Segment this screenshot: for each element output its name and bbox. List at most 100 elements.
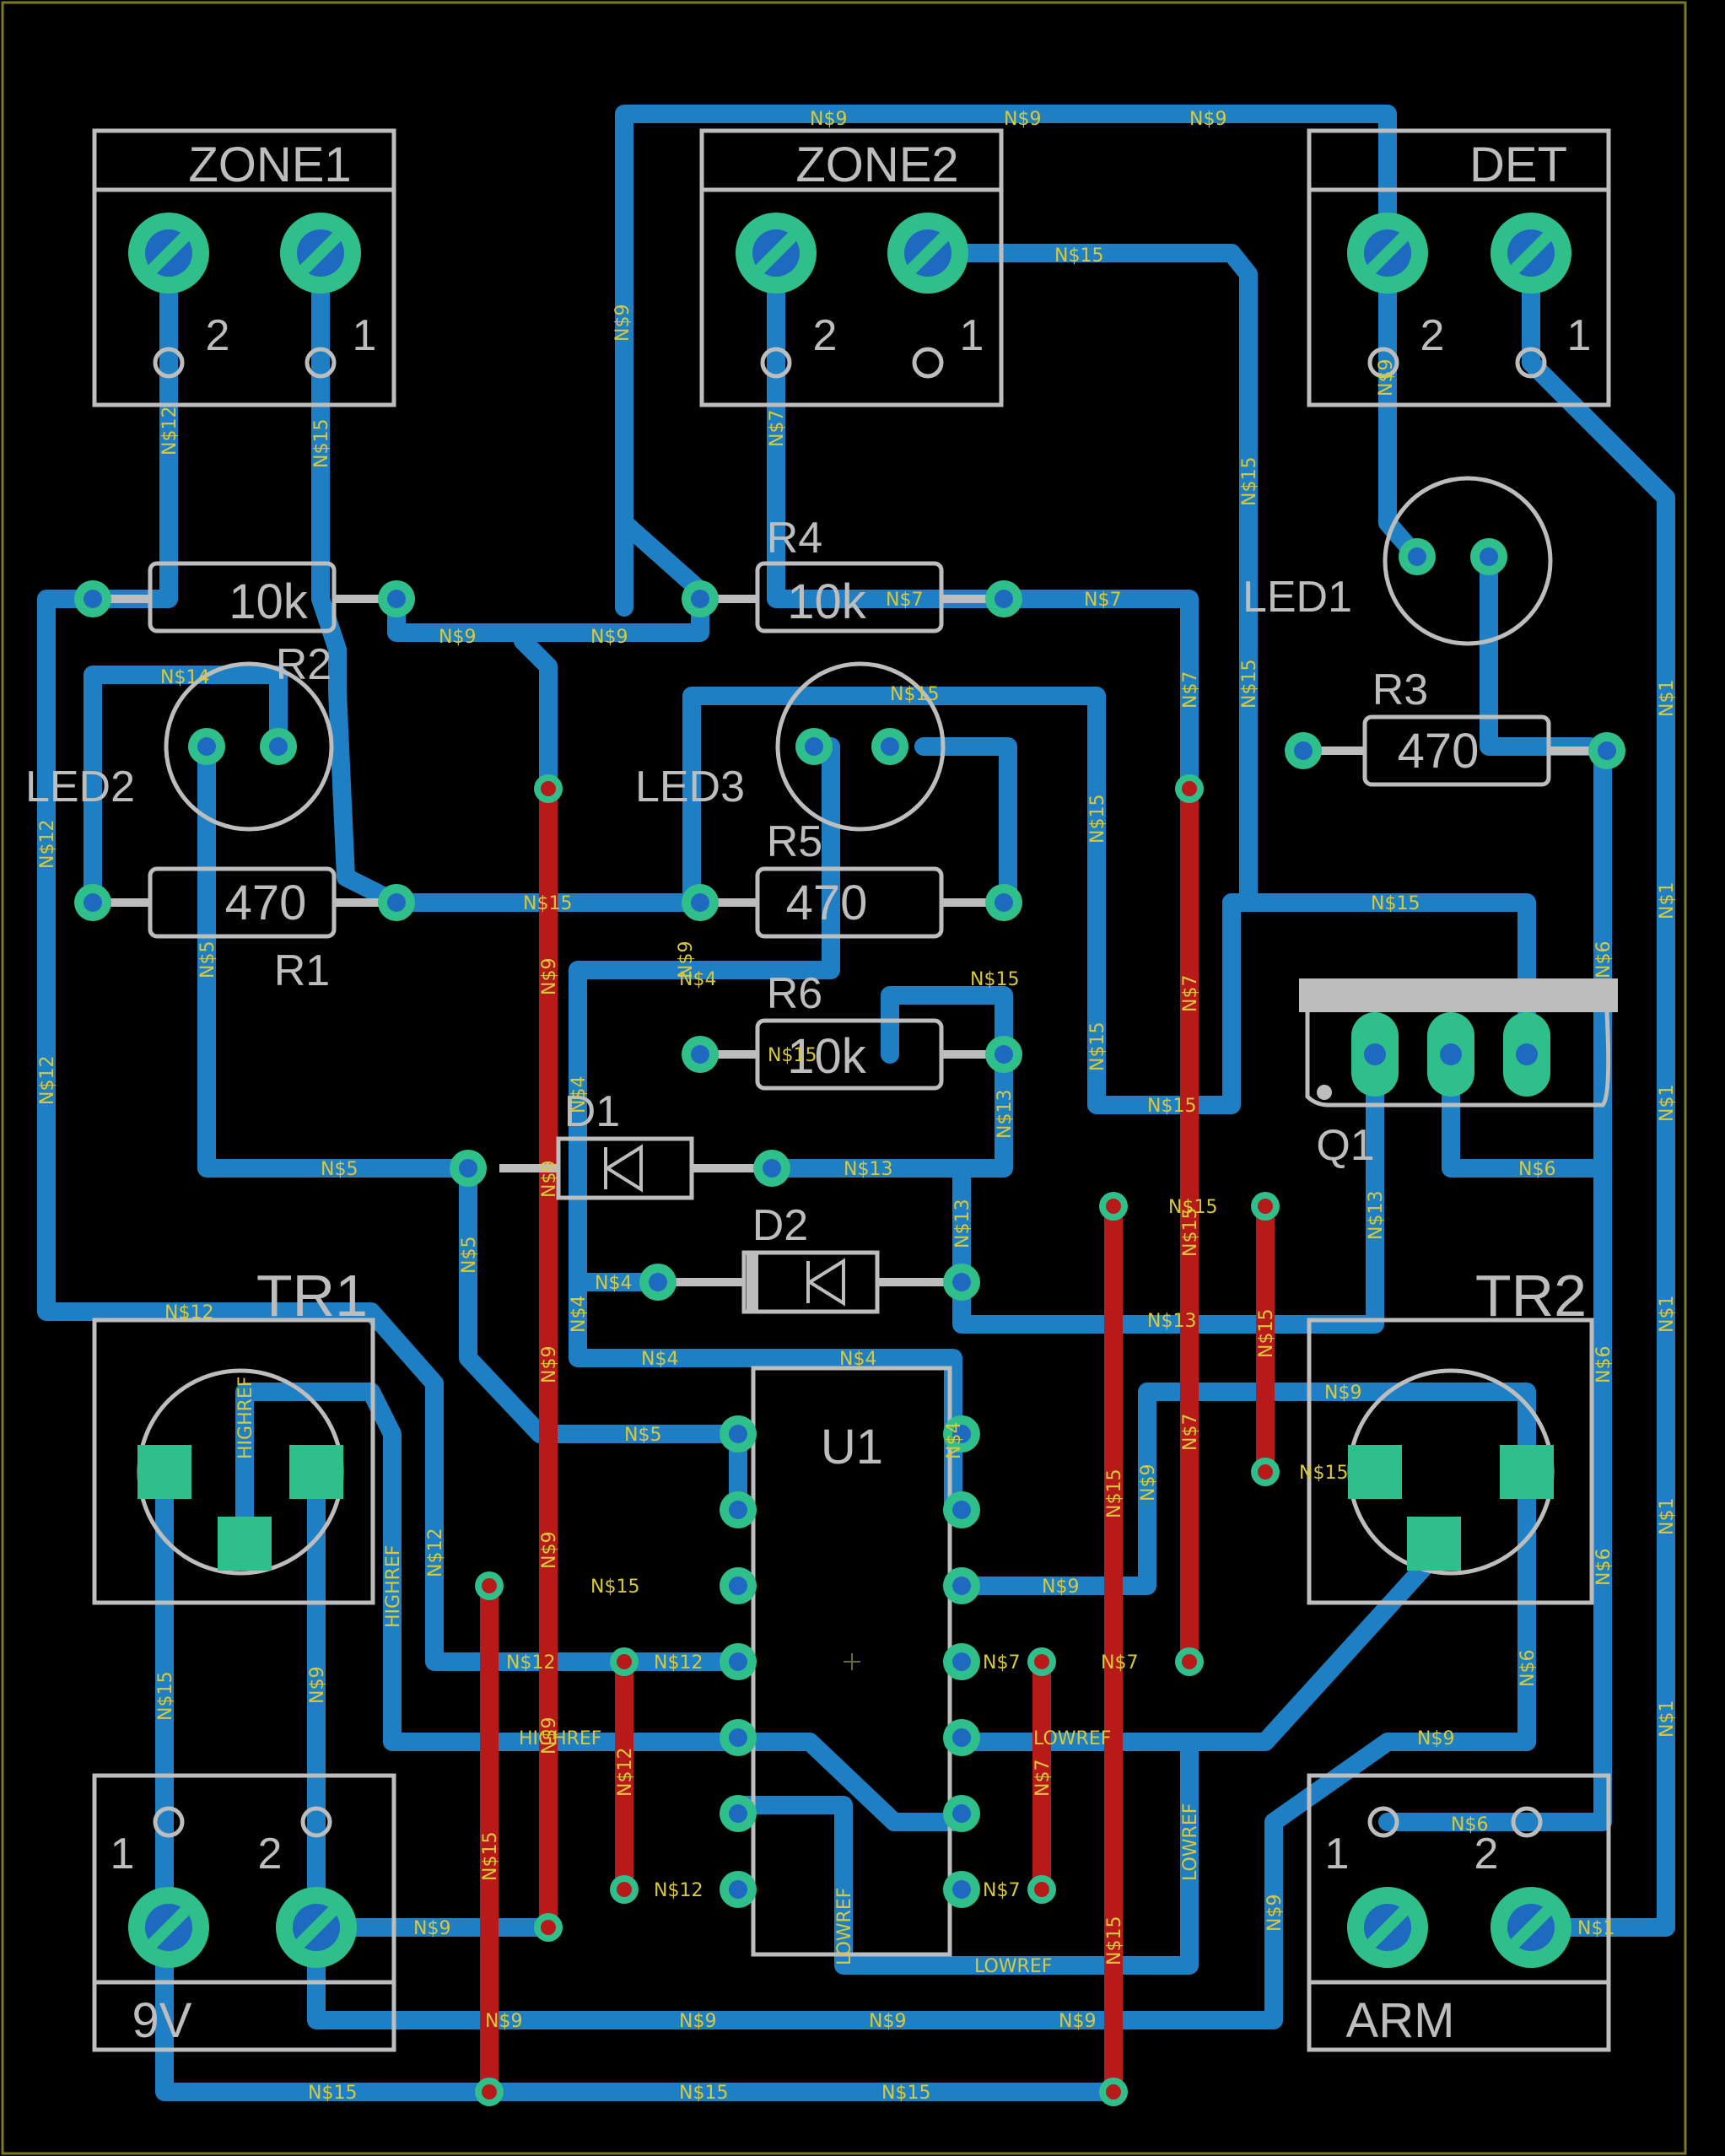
net-label: N$5 bbox=[321, 1159, 358, 1180]
transistor-q1: Q1 bbox=[1299, 978, 1618, 1170]
pad-hole bbox=[84, 893, 102, 912]
top-traces bbox=[480, 779, 1275, 2101]
net-label: N$15 bbox=[1104, 1469, 1125, 1518]
resistor-r6: 10k R6 bbox=[700, 969, 1004, 1091]
det-label: DET bbox=[1469, 137, 1567, 192]
pad-hole bbox=[1364, 1043, 1386, 1065]
resistor-r2: 10k R2 bbox=[93, 561, 396, 689]
pad-hole bbox=[387, 893, 406, 912]
pad-slash bbox=[897, 222, 959, 284]
net-label: N$7 bbox=[983, 1652, 1020, 1674]
net-label: N$9 bbox=[869, 2011, 906, 2032]
via-hole bbox=[1034, 1882, 1049, 1897]
r5-value: 470 bbox=[786, 876, 868, 930]
net-label: N$4 bbox=[944, 1422, 965, 1459]
net-label: N$1 bbox=[1657, 1498, 1678, 1535]
net-label: N$15 bbox=[679, 2083, 728, 2104]
net-label: N$15 bbox=[155, 1672, 176, 1721]
net-label: N$15 bbox=[881, 2083, 930, 2104]
pad-hole bbox=[763, 1159, 781, 1178]
pad-slash bbox=[137, 222, 200, 284]
net-label: N$13 bbox=[1147, 1311, 1196, 1332]
net-label: N$4 bbox=[595, 1273, 632, 1294]
pwr-pin2-label: 2 bbox=[258, 1830, 283, 1878]
pad-hole bbox=[995, 893, 1013, 912]
pad-slash bbox=[1500, 222, 1562, 284]
via-hole bbox=[617, 1882, 632, 1897]
net-label: N$9 bbox=[810, 109, 847, 130]
det-terminal: DET 2 1 bbox=[1307, 128, 1611, 407]
resistor-r4: 10k R4 bbox=[700, 514, 1004, 633]
r3-value: 470 bbox=[1398, 724, 1480, 779]
net-label: N$4 bbox=[569, 1296, 590, 1333]
pad-hole bbox=[952, 1728, 971, 1747]
r4-name: R4 bbox=[767, 514, 822, 563]
led1: LED1 bbox=[1243, 476, 1553, 646]
net-label: LOWREF bbox=[1180, 1803, 1201, 1881]
net-label: N$9 bbox=[1042, 1577, 1079, 1598]
via-hole bbox=[1258, 1464, 1273, 1480]
via-hole bbox=[1258, 1199, 1273, 1214]
net-label: N$6 bbox=[1593, 1549, 1614, 1586]
resistor-r5: 470 R5 bbox=[700, 817, 1004, 939]
net-label: N$1 bbox=[1657, 882, 1678, 919]
net-label: N$12 bbox=[37, 1056, 58, 1105]
net-label: N$9 bbox=[590, 627, 628, 648]
pad-slash bbox=[137, 1896, 200, 1959]
pad-hole bbox=[1480, 547, 1498, 566]
det-pin2-label: 2 bbox=[1420, 311, 1445, 360]
zone2-label: ZONE2 bbox=[795, 137, 958, 192]
net-label: N$13 bbox=[995, 1090, 1016, 1139]
net-label: LOWREF bbox=[974, 1956, 1052, 1977]
via-hole bbox=[482, 1578, 497, 1593]
led2: LED2 bbox=[25, 661, 334, 832]
net-label: HIGHREF bbox=[383, 1545, 404, 1628]
net-label: N$15 bbox=[523, 893, 572, 914]
pad-hole bbox=[729, 1880, 747, 1899]
net-label: N$9 bbox=[1324, 1383, 1361, 1404]
led3: LED3 bbox=[635, 661, 946, 832]
net-label: N$1 bbox=[1577, 1918, 1614, 1939]
net-label: N$9 bbox=[612, 305, 633, 342]
pad-hole bbox=[995, 590, 1013, 608]
net-label: N$12 bbox=[615, 1748, 636, 1797]
led1-name: LED1 bbox=[1243, 573, 1352, 622]
pad-hole bbox=[84, 590, 102, 608]
pad-hole bbox=[881, 737, 899, 756]
r2-name: R2 bbox=[276, 640, 332, 689]
pad-hole bbox=[805, 737, 823, 756]
via-hole bbox=[1034, 1654, 1049, 1669]
trimmer-pad bbox=[218, 1517, 272, 1571]
pad-hole bbox=[729, 1577, 747, 1595]
net-label: N$7 bbox=[1180, 975, 1201, 1012]
pad-hole bbox=[691, 1045, 709, 1064]
pad-hole bbox=[952, 1425, 971, 1443]
net-label: N$7 bbox=[1180, 1414, 1201, 1451]
net-label: N$12 bbox=[164, 1302, 213, 1323]
diode-d2: D2 bbox=[658, 1201, 962, 1314]
net-label: N$13 bbox=[1366, 1191, 1387, 1240]
arm-pin2-label: 2 bbox=[1474, 1830, 1499, 1878]
net-label: N$15 bbox=[1147, 1096, 1196, 1117]
net-label: N$7 bbox=[767, 410, 788, 447]
net-label: N$5 bbox=[624, 1425, 661, 1446]
net-label: N$14 bbox=[160, 667, 209, 688]
net-label: HIGHREF bbox=[519, 1728, 601, 1749]
net-label: N$9 bbox=[1189, 109, 1226, 130]
net-label: N$13 bbox=[952, 1199, 973, 1248]
pad-hole bbox=[1408, 547, 1426, 566]
net-label: N$15 bbox=[1168, 1197, 1217, 1218]
pwr-terminal: 9V 1 2 bbox=[92, 1773, 396, 2052]
net-label: N$9 bbox=[539, 958, 560, 995]
net-label: N$15 bbox=[1256, 1309, 1277, 1358]
r3-name: R3 bbox=[1372, 666, 1428, 714]
pad-hole bbox=[1516, 1043, 1538, 1065]
pad-slash bbox=[285, 1896, 348, 1959]
tr2-name: TR2 bbox=[1475, 1263, 1587, 1329]
trimmer-pad bbox=[1500, 1445, 1554, 1499]
net-label: N$9 bbox=[539, 1346, 560, 1383]
det-pin1-label: 1 bbox=[1567, 311, 1592, 360]
net-label: N$15 bbox=[1087, 795, 1108, 844]
r1-name: R1 bbox=[274, 946, 330, 995]
net-label: N$15 bbox=[890, 684, 939, 705]
